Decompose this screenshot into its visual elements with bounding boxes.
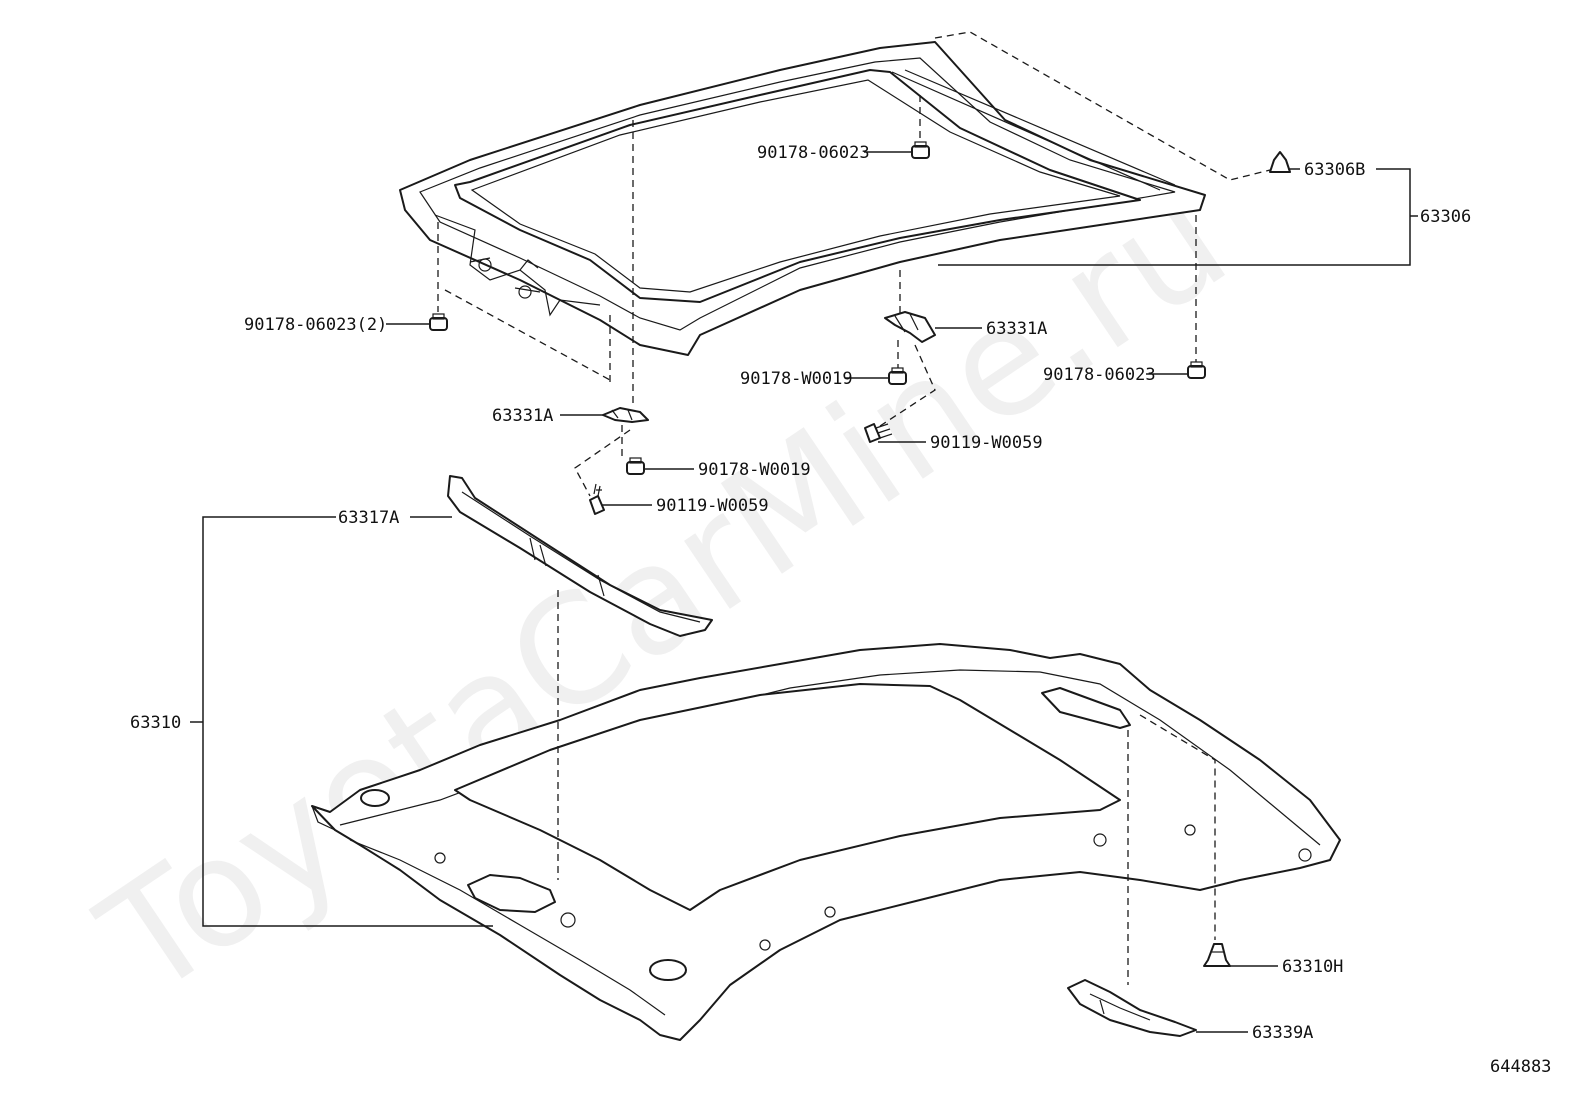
label-63306: 63306 [1420,207,1471,227]
label-90178-06023-top: 90178-06023 [757,143,870,163]
clip-63306b [1269,151,1291,173]
label-90178-06023-2: 90178-06023(2) [244,315,387,335]
screw-90119-w0059-left [589,483,605,515]
bracket-63331a-right [884,311,936,343]
bracket-63331a-left [602,407,649,423]
nut-90178-w0019-right [888,367,907,385]
nut-90178-w0019-left [626,457,645,475]
nut-90178-06023-2 [429,313,448,331]
pin-63310h [1203,943,1231,967]
label-63310h: 63310H [1282,957,1343,977]
label-63331a-right: 63331A [986,319,1047,339]
label-63306b: 63306B [1304,160,1365,180]
leader-lines [190,151,1418,1033]
label-90119-w0059-right: 90119-W0059 [930,433,1043,453]
label-90119-w0059-left: 90119-W0059 [656,496,769,516]
nut-90178-06023-right [1187,361,1206,379]
label-63339a: 63339A [1252,1023,1313,1043]
trim-63317a [447,475,713,637]
label-90178-w0019-right: 90178-W0019 [740,369,853,389]
sunroof-frame-63306 [399,41,1206,356]
figure-id: 644883 [1490,1057,1551,1077]
bracket-63339a [1067,979,1197,1037]
label-90178-w0019-left: 90178-W0019 [698,460,811,480]
assembly-lines [437,31,1271,985]
label-63331a-left: 63331A [492,406,553,426]
label-90178-06023-right: 90178-06023 [1043,365,1156,385]
headliner-63310 [311,643,1341,1041]
screw-90119-w0059-right [864,423,893,443]
label-63310: 63310 [130,713,181,733]
label-63317a: 63317A [338,508,399,528]
